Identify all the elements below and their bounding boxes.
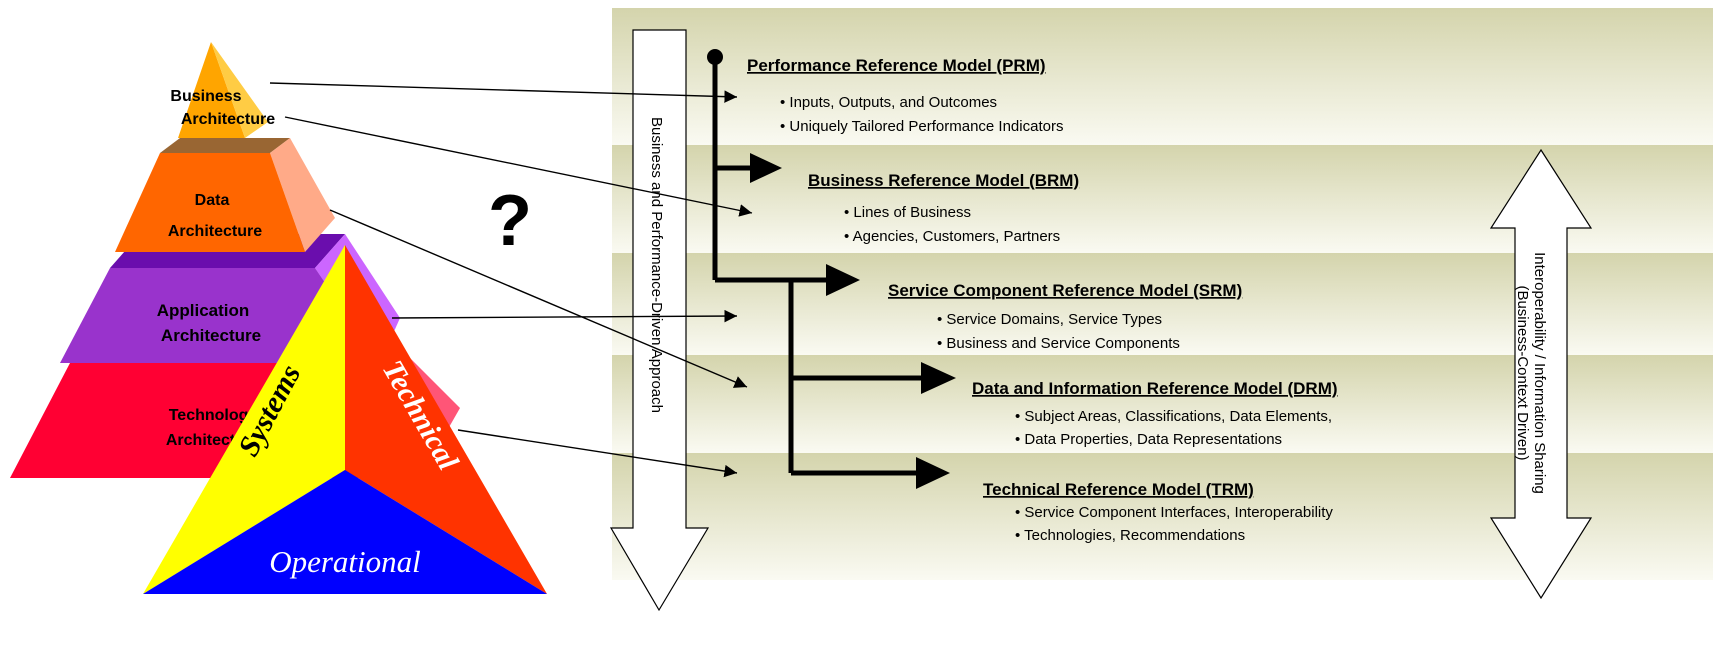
data-tier-label-2: Architecture xyxy=(168,223,262,240)
application-to-srm-arrow xyxy=(391,309,738,323)
srm-bullet-1: • Service Domains, Service Types xyxy=(937,311,1162,328)
technology-tier-label-1: Technology xyxy=(169,407,258,424)
srm-bullet-2: • Business and Service Components xyxy=(937,335,1180,352)
tri-view-pyramid: Systems Technical Operational xyxy=(143,245,547,594)
data-tier-label-1: Data xyxy=(195,192,230,209)
data-architecture-tier: Data Architecture xyxy=(115,138,335,252)
prm-title: Performance Reference Model (PRM) xyxy=(747,56,1046,75)
prm-bullet-1: • Inputs, Outputs, and Outcomes xyxy=(780,94,997,111)
prm-bullet-2: • Uniquely Tailored Performance Indicato… xyxy=(780,118,1063,135)
business-architecture-tier: Business Architecture xyxy=(170,42,275,138)
data-tier-side xyxy=(270,138,335,252)
technology-to-trm-arrow xyxy=(457,429,738,478)
prm-block: Performance Reference Model (PRM) • Inpu… xyxy=(747,56,1063,135)
interoperability-arrow: Interoperability / Information Sharing (… xyxy=(1489,148,1593,600)
trm-branch-arrowhead xyxy=(916,457,950,489)
application-tier-label-2: Architecture xyxy=(161,326,261,345)
prm-band xyxy=(612,8,1713,145)
operational-view-label: Operational xyxy=(269,544,421,579)
technical-face xyxy=(345,245,547,594)
data-tier-top xyxy=(160,138,290,153)
drm-branch-arrowhead xyxy=(921,362,956,394)
brm-branch-arrowhead xyxy=(750,153,782,183)
drm-bullet-1: • Subject Areas, Classifications, Data E… xyxy=(1015,408,1332,425)
business-tier-label-1: Business xyxy=(170,88,241,105)
trm-block: Technical Reference Model (TRM) • Servic… xyxy=(983,480,1333,544)
business-tier-label-2: Architecture xyxy=(181,111,275,128)
brm-title: Business Reference Model (BRM) xyxy=(808,171,1079,190)
srm-title: Service Component Reference Model (SRM) xyxy=(888,281,1242,300)
data-tier-front xyxy=(115,153,305,252)
double-arrow-shape xyxy=(1489,148,1593,600)
brm-block: Business Reference Model (BRM) • Lines o… xyxy=(808,171,1079,245)
drm-bullet-2: • Data Properties, Data Representations xyxy=(1015,431,1282,448)
trm-bullet-1: • Service Component Interfaces, Interope… xyxy=(1015,504,1333,521)
interoperability-label-1: Interoperability / Information Sharing xyxy=(1531,252,1548,494)
srm-block: Service Component Reference Model (SRM) … xyxy=(888,281,1242,352)
application-tier-label-1: Application xyxy=(157,301,250,320)
srm-branch-arrowhead xyxy=(826,264,860,296)
data-to-drm-arrow xyxy=(329,209,748,388)
drm-title: Data and Information Reference Model (DR… xyxy=(972,379,1338,398)
interoperability-label-2: (Business-Context Driven) xyxy=(1514,285,1531,460)
business-tier-side xyxy=(211,42,268,138)
brm-bullet-2: • Agencies, Customers, Partners xyxy=(844,228,1060,245)
brm-bullet-1: • Lines of Business xyxy=(844,204,971,221)
business-to-brm-arrow xyxy=(284,116,753,217)
systems-face xyxy=(143,245,345,594)
drm-block: Data and Information Reference Model (DR… xyxy=(972,379,1338,448)
trm-bullet-2: • Technologies, Recommendations xyxy=(1015,527,1245,544)
business-performance-label: Business and Performance-Driven Approach xyxy=(648,117,665,413)
trm-title: Technical Reference Model (TRM) xyxy=(983,480,1254,499)
question-mark: ? xyxy=(488,181,532,261)
operational-face xyxy=(143,470,547,594)
mapping-arrows xyxy=(269,82,753,478)
model-tree-connector xyxy=(707,49,956,489)
business-to-prm-arrow xyxy=(269,82,738,103)
business-tier-front xyxy=(178,42,245,138)
